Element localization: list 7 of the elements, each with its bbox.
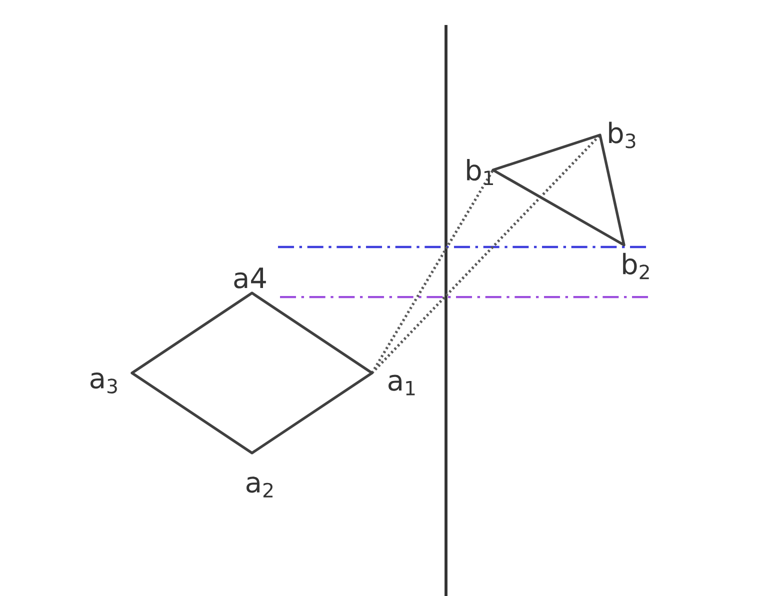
vertex-label: a4	[234, 268, 266, 288]
vertex-label: b$_{1}$	[467, 159, 493, 186]
vertex-label: b$_{3}$	[609, 122, 636, 148]
vertex-label: a$_{3}$	[90, 372, 117, 394]
vertex-label: a$_{2}$	[246, 476, 273, 498]
vertex-label: b$_{2}$	[623, 252, 649, 280]
vertex-label: a$_{1}$	[388, 374, 415, 396]
